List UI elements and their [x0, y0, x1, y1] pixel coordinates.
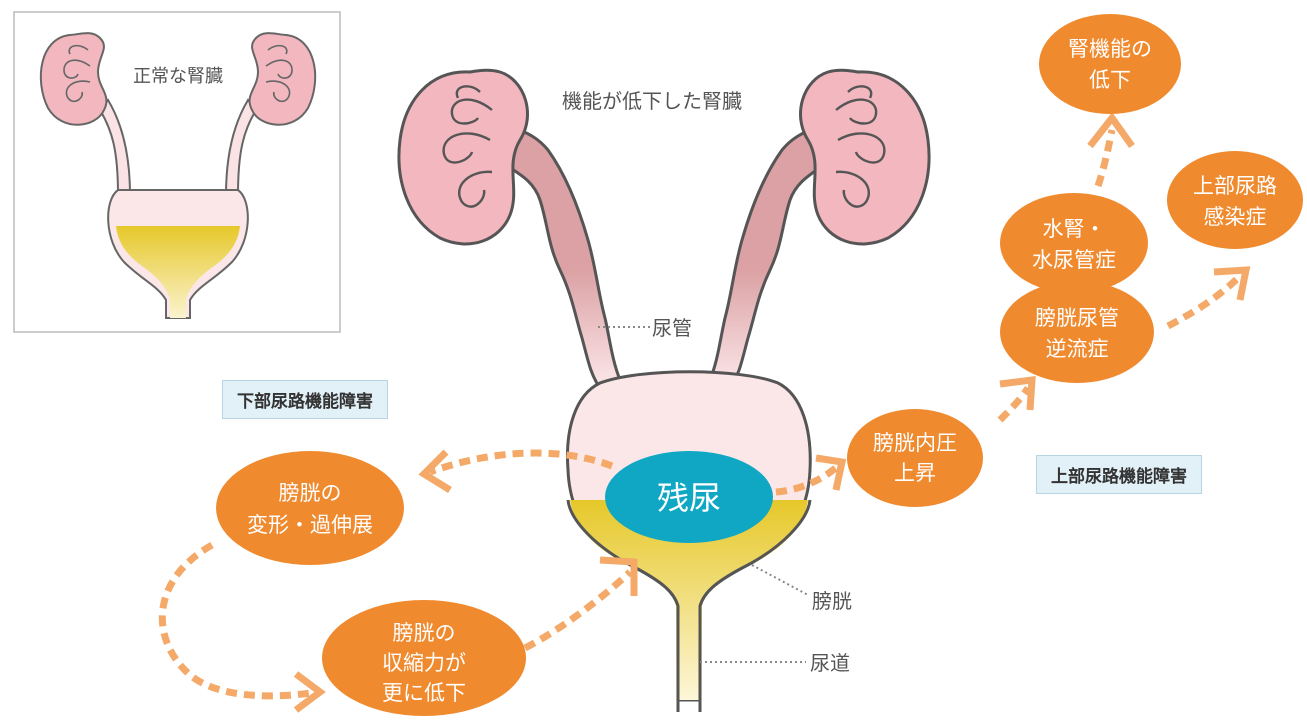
arrow-contract-to-residual [525, 572, 630, 648]
node-hydro-line2: 水尿管症 [1032, 248, 1116, 272]
kidney-left [399, 70, 528, 244]
node-reflux-line1: 膀胱尿管 [1035, 306, 1119, 330]
node-pressure-line2: 上昇 [894, 461, 936, 485]
node-contract-line1: 膀胱の [393, 621, 456, 645]
inset-label: 正常な腎臓 [133, 66, 223, 87]
residual-urine-label: 残尿 [657, 479, 721, 517]
node-deform-line2: 変形・過伸展 [247, 513, 373, 537]
node-contract: 膀胱の 収縮力が 更に低下 [322, 600, 526, 716]
node-reflux-line2: 逆流症 [1046, 337, 1109, 361]
bladder-leader [752, 565, 808, 595]
node-contract-line2: 収縮力が [382, 651, 466, 675]
arrow-reflux-to-infection [1168, 276, 1240, 326]
lower-urinary-dysfunction-tag: 下部尿路機能障害 [222, 380, 388, 419]
arrow-pressure-to-reflux [1000, 388, 1028, 420]
node-infection-line1: 上部尿路 [1193, 174, 1277, 198]
ureter-label: 尿管 [652, 316, 692, 340]
node-infection-line2: 感染症 [1204, 205, 1267, 229]
node-renal-line2: 低下 [1089, 68, 1131, 92]
node-deform-line1: 膀胱の [279, 481, 342, 505]
node-hydro: 水腎・ 水尿管症 [1000, 193, 1148, 293]
node-hydro-line1: 水腎・ [1043, 217, 1106, 241]
arrow-deform-to-contract [162, 545, 318, 696]
bladder-label: 膀胱 [812, 589, 852, 613]
normal-kidney-inset: 正常な腎臓 [14, 12, 340, 332]
urethra-label: 尿道 [810, 651, 850, 675]
arrowhead-deform [424, 452, 450, 490]
node-infection: 上部尿路 感染症 [1167, 151, 1303, 249]
node-deform: 膀胱の 変形・過伸展 [216, 451, 404, 565]
node-renal-line1: 腎機能の [1068, 37, 1152, 61]
node-pressure-line1: 膀胱内圧 [873, 431, 957, 455]
node-renal: 腎機能の 低下 [1039, 14, 1181, 114]
kidney-right [801, 70, 930, 244]
node-pressure: 膀胱内圧 上昇 [847, 409, 983, 507]
node-reflux: 膀胱尿管 逆流症 [1000, 281, 1154, 383]
upper-urinary-dysfunction-tag: 上部尿路機能障害 [1036, 455, 1202, 494]
dysfunctional-kidney-label: 機能が低下した腎臓 [562, 89, 742, 113]
node-contract-line3: 更に低下 [382, 681, 466, 705]
